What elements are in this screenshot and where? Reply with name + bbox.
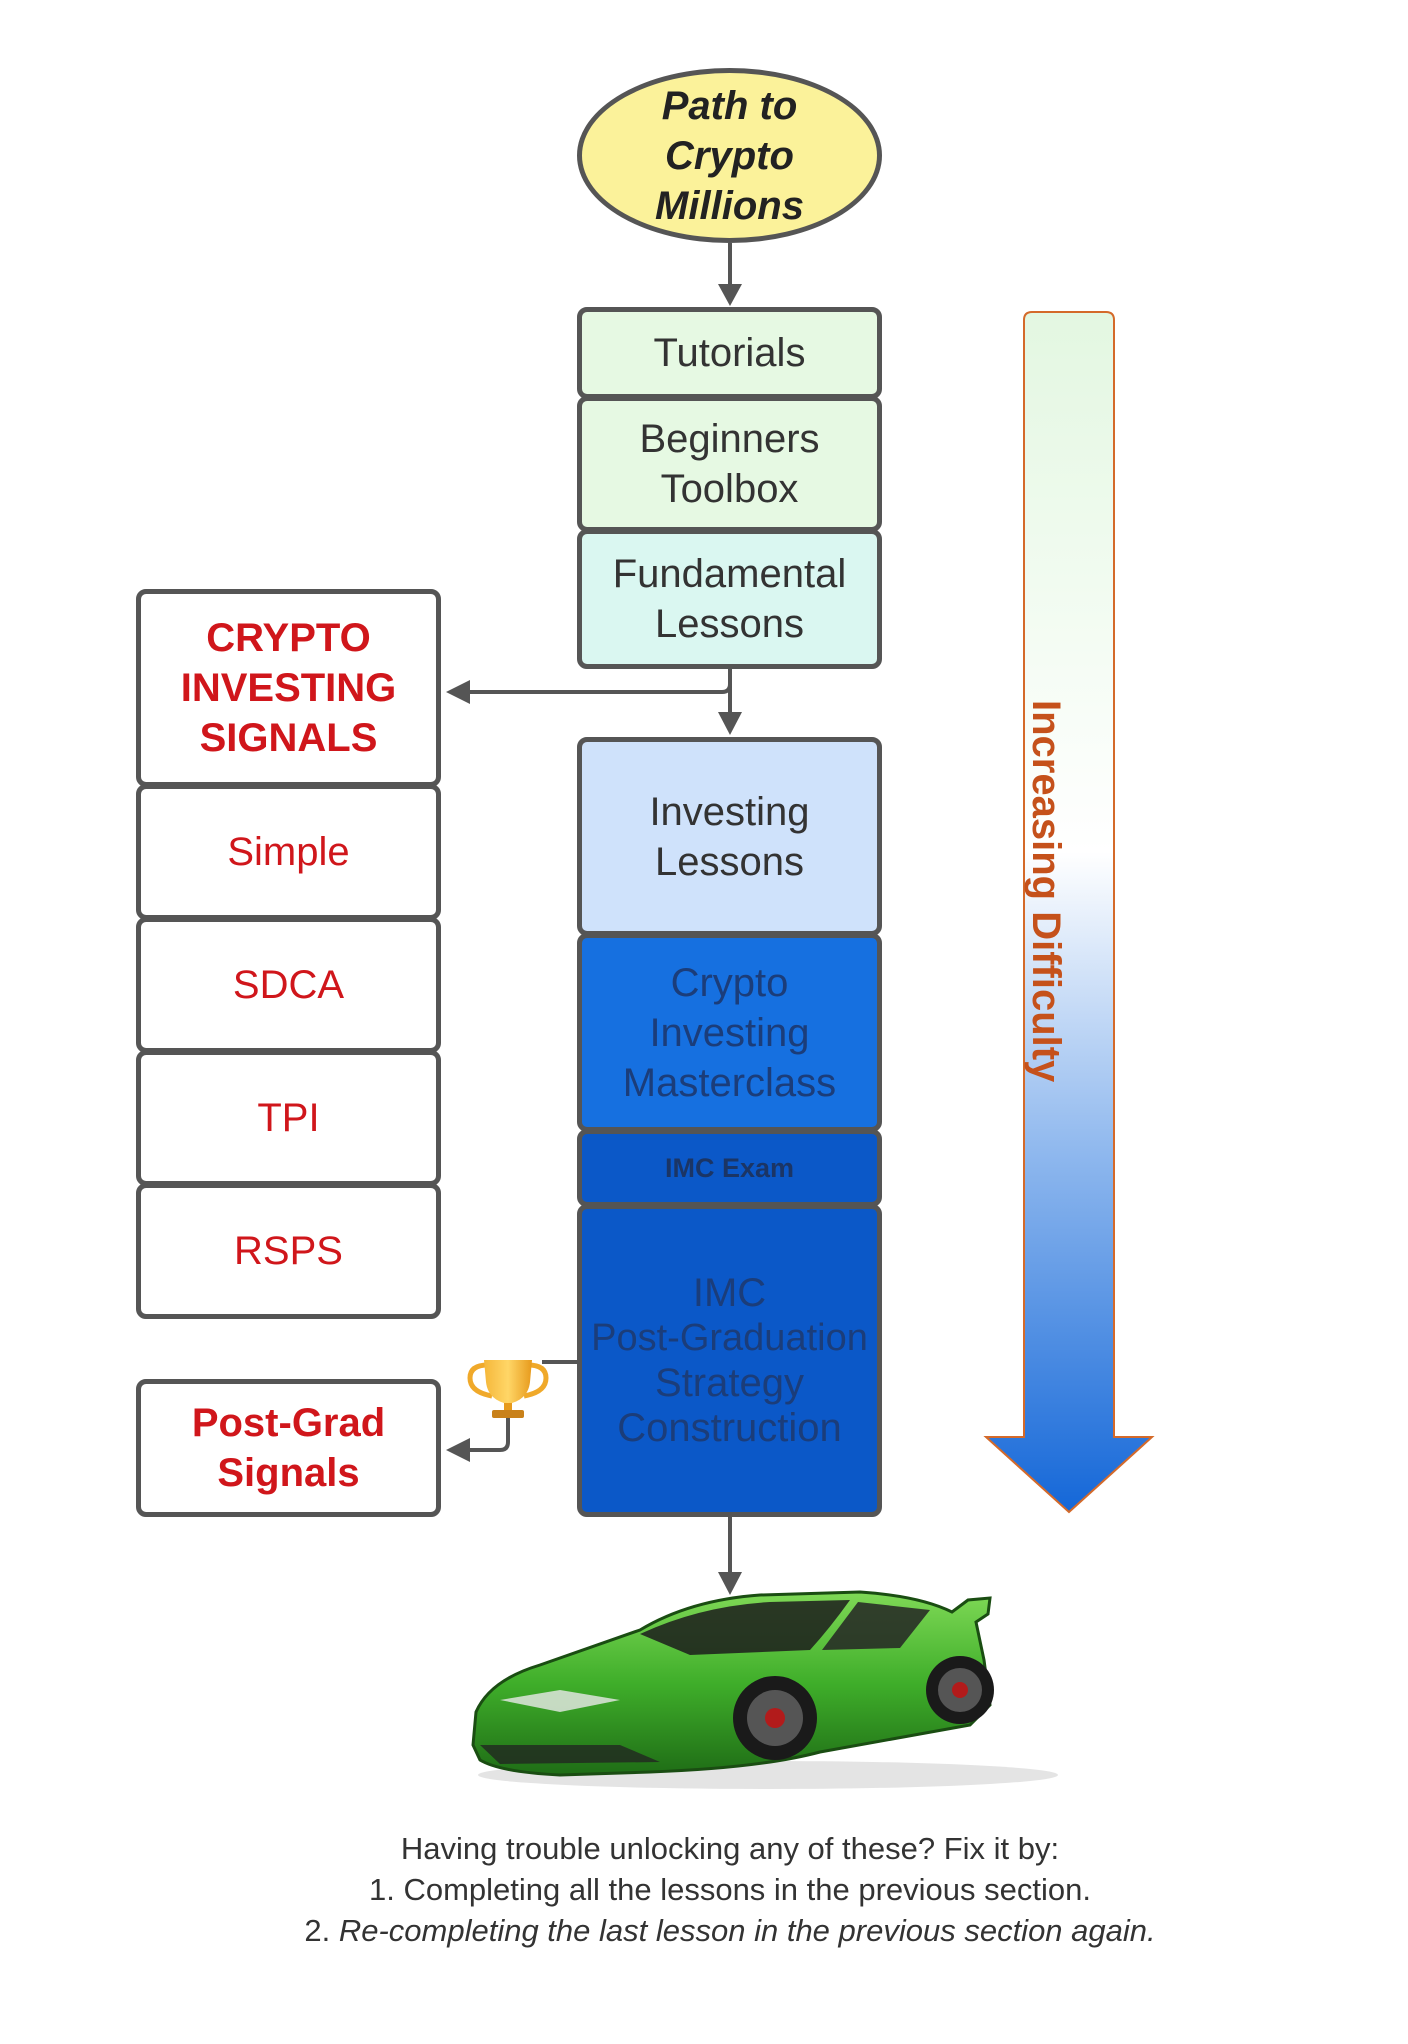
imc-exam-label: IMC Exam: [664, 1152, 795, 1183]
imc-exam-box[interactable]: IMC Exam: [577, 1129, 882, 1207]
start-line-1: Path to: [661, 83, 798, 128]
tutorials-box[interactable]: Tutorials: [577, 307, 882, 399]
masterclass-box[interactable]: Crypto Investing Masterclass: [577, 933, 882, 1132]
fundamental-lessons-line-1: Fundamental: [612, 552, 847, 596]
connector-stack-to-car: [718, 1517, 742, 1595]
connector-fundamental-to-signals: [446, 669, 732, 704]
start-line-2: Crypto: [665, 133, 794, 178]
signals-header-box[interactable]: CRYPTO INVESTING SIGNALS: [136, 589, 441, 787]
sports-car-icon: [471, 1590, 1058, 1789]
post-grad-signals-box[interactable]: Post-Grad Signals: [136, 1379, 441, 1517]
signals-header-line-2: INVESTING: [180, 666, 397, 710]
footer-line-3-italic: Re-completing the last lesson in the pre…: [338, 1913, 1156, 1948]
signals-header-line-1: CRYPTO: [206, 616, 371, 660]
post-graduation-line-4: Construction: [617, 1405, 842, 1450]
post-graduation-line-1: IMC: [692, 1270, 767, 1315]
investing-lessons-line-1: Investing: [649, 789, 810, 834]
signal-rsps-box[interactable]: RSPS: [136, 1183, 441, 1319]
trophy-icon: [467, 1360, 549, 1418]
tutorials-label: Tutorials: [653, 331, 806, 375]
signal-tpi-box[interactable]: TPI: [136, 1050, 441, 1186]
footer-help-text: Having trouble unlocking any of these? F…: [0, 1828, 1408, 1951]
footer-line-3-prefix: 2.: [304, 1913, 339, 1948]
footer-line-1: Having trouble unlocking any of these? F…: [400, 1831, 1060, 1866]
fundamental-lessons-line-2: Lessons: [655, 602, 804, 646]
connector-postgrad-to-signals: [446, 1360, 580, 1462]
footer-line-3: 2. Re-completing the last lesson in the …: [0, 1910, 1408, 1951]
post-graduation-line-2: Post-Graduation: [591, 1316, 868, 1359]
masterclass-line-1: Crypto: [670, 960, 789, 1005]
masterclass-line-3: Masterclass: [622, 1060, 837, 1105]
fundamental-lessons-box[interactable]: Fundamental Lessons: [577, 529, 882, 669]
post-graduation-line-3: Strategy: [655, 1360, 804, 1405]
masterclass-line-2: Investing: [649, 1010, 810, 1055]
post-graduation-box[interactable]: IMC Post-Graduation Strategy Constructio…: [577, 1204, 882, 1517]
signal-rsps-label: RSPS: [234, 1229, 343, 1273]
beginners-toolbox-line-2: Toolbox: [660, 467, 799, 511]
investing-lessons-line-2: Lessons: [655, 839, 804, 884]
increasing-difficulty-label: Increasing Difficulty: [1024, 700, 1068, 1083]
signal-tpi-label: TPI: [257, 1096, 320, 1140]
connector-start-to-tutorials: [718, 243, 742, 306]
beginners-toolbox-box[interactable]: Beginners Toolbox: [577, 396, 882, 532]
investing-lessons-box[interactable]: Investing Lessons: [577, 737, 882, 936]
post-grad-signals-line-1: Post-Grad: [191, 1401, 386, 1445]
down-arrow-icon: [983, 311, 1155, 1514]
start-line-3: Millions: [655, 183, 804, 228]
post-grad-signals-line-2: Signals: [217, 1451, 360, 1495]
signal-simple-box[interactable]: Simple: [136, 784, 441, 920]
start-node: Path to Crypto Millions: [577, 68, 882, 243]
signal-sdca-label: SDCA: [232, 963, 345, 1007]
signal-simple-label: Simple: [227, 830, 350, 874]
signals-header-line-3: SIGNALS: [199, 716, 378, 760]
footer-line-2: 1. Completing all the lessons in the pre…: [368, 1872, 1091, 1907]
beginners-toolbox-line-1: Beginners: [639, 417, 820, 461]
signal-sdca-box[interactable]: SDCA: [136, 917, 441, 1053]
